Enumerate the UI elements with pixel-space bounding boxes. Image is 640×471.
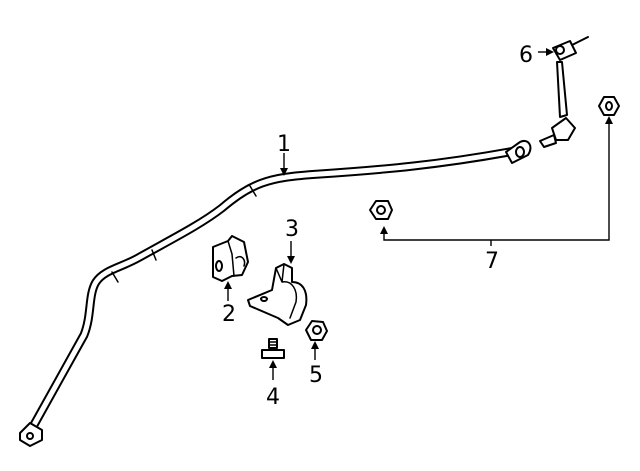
callout-1: 1: [277, 132, 291, 157]
callout-3: 3: [285, 217, 299, 242]
bushing-bracket[interactable]: [247, 263, 308, 326]
callout-4: 4: [266, 385, 280, 410]
link-nut[interactable]: [369, 96, 620, 220]
callout-5: 5: [309, 363, 323, 388]
leader-lines: [224, 48, 613, 380]
bracket-nut[interactable]: [305, 320, 328, 341]
callout-7: 7: [485, 249, 499, 274]
bracket-bolt[interactable]: [261, 338, 285, 359]
callout-6: 6: [519, 43, 533, 68]
stabilizer-link[interactable]: [539, 36, 589, 148]
callout-2: 2: [222, 302, 236, 327]
bar-bushing[interactable]: [212, 235, 249, 282]
